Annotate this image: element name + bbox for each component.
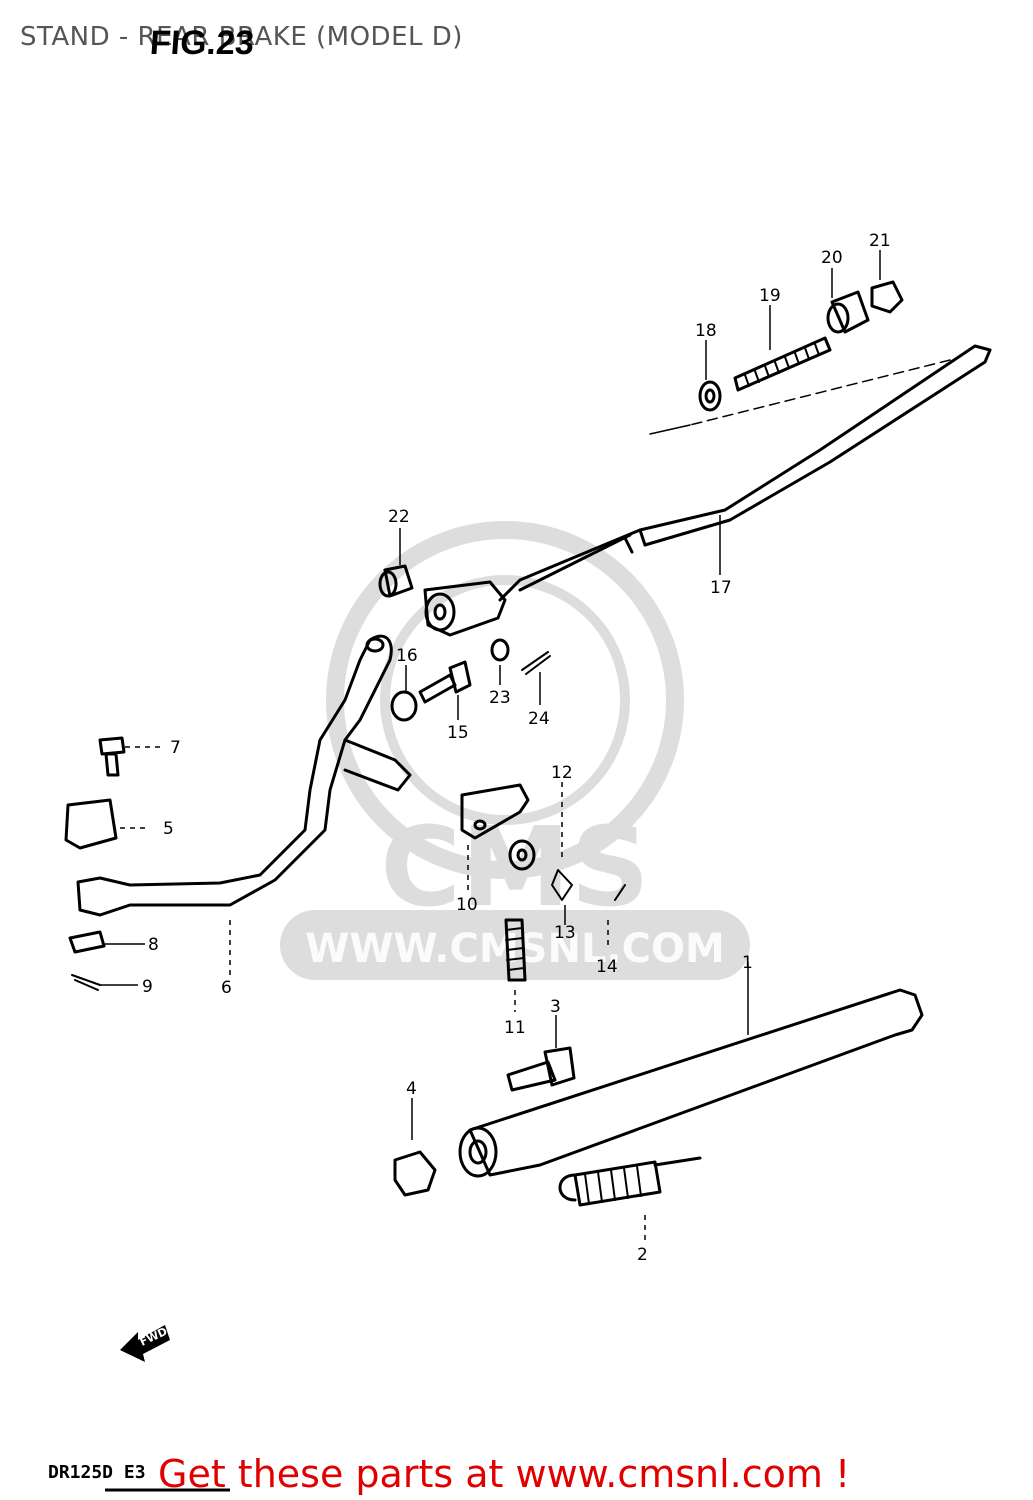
callout-11: 11 [504, 1018, 526, 1038]
part-23-washer [490, 638, 510, 662]
callout-3: 3 [550, 997, 561, 1017]
diagram-title: STAND - REAR BRAKE (MODEL D) [20, 22, 463, 52]
callout-4: 4 [406, 1079, 417, 1099]
callout-16: 16 [396, 646, 418, 666]
callout-5: 5 [163, 819, 174, 839]
callout-13: 13 [554, 923, 576, 943]
part-10-plate [460, 783, 530, 840]
part-15-bolt [418, 660, 472, 704]
figure-label: FIG.23 [148, 24, 256, 62]
part-6-brake-pedal [76, 634, 393, 917]
callout-1: 1 [742, 953, 753, 973]
callout-14: 14 [596, 957, 618, 977]
part-rod-clevis [423, 580, 507, 637]
model-code: DR125D E3 [48, 1462, 146, 1483]
part-13-cotter-pin [551, 869, 573, 901]
part-20-joint [830, 290, 870, 334]
fwd-arrow-icon [120, 1325, 170, 1362]
part-1-side-stand [468, 988, 924, 1177]
callout-19: 19 [759, 286, 781, 306]
callout-24: 24 [528, 709, 550, 729]
part-22-pin [383, 564, 414, 598]
callout-21: 21 [869, 231, 891, 251]
part-9-pin [71, 974, 101, 991]
callout-20: 20 [821, 248, 843, 268]
part-14-pin [614, 884, 626, 901]
callout-12: 12 [551, 763, 573, 783]
part-16-bushing [390, 690, 418, 722]
part-3-bolt [506, 1046, 576, 1092]
part-19-spring [733, 336, 832, 392]
callout-18: 18 [695, 321, 717, 341]
callout-6: 6 [221, 978, 232, 998]
part-12-washer [508, 839, 536, 871]
callout-17: 17 [710, 578, 732, 598]
part-17-brake-rod [498, 344, 992, 602]
part-7-bolt [98, 736, 126, 777]
callout-10: 10 [456, 895, 478, 915]
part-21-nut [870, 280, 904, 314]
callout-23: 23 [489, 688, 511, 708]
callout-7: 7 [170, 738, 181, 758]
callout-8: 8 [148, 935, 159, 955]
callout-9: 9 [142, 977, 153, 997]
part-18-washer [698, 380, 722, 412]
part-11-spring [504, 918, 527, 982]
callout-22: 22 [388, 507, 410, 527]
watermark-logo: CMS [280, 521, 750, 980]
part-5-clamp [64, 798, 118, 850]
part-24-cotter-pin [521, 651, 551, 675]
promo-link[interactable]: Get these parts at www.cmsnl.com ! [158, 1452, 851, 1496]
part-2-spring [558, 1156, 702, 1207]
callout-2: 2 [637, 1245, 648, 1265]
part-4-nut [393, 1150, 437, 1197]
part-8-nut [68, 930, 106, 954]
callout-15: 15 [447, 723, 469, 743]
